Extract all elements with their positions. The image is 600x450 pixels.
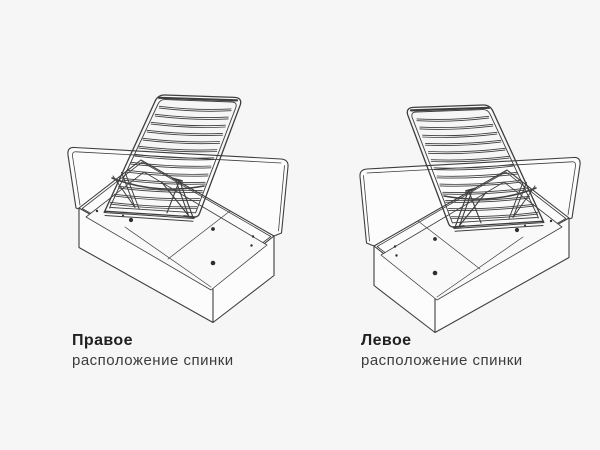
option-backrest-right-label: Правое расположение спинки — [72, 331, 234, 370]
option-title: Левое — [361, 332, 412, 349]
option-subtitle: расположение спинки — [72, 352, 234, 369]
option-subtitle: расположение спинки — [361, 352, 523, 369]
option-title: Правое — [72, 332, 133, 349]
option-backrest-left[interactable]: Левое расположение спинки — [345, 75, 597, 387]
option-backrest-right[interactable]: Правое расположение спинки — [55, 75, 307, 387]
bed-left-backrest-illustration — [358, 103, 582, 334]
option-backrest-left-label: Левое расположение спинки — [361, 331, 523, 370]
bed-right-backrest-illustration — [66, 93, 290, 324]
